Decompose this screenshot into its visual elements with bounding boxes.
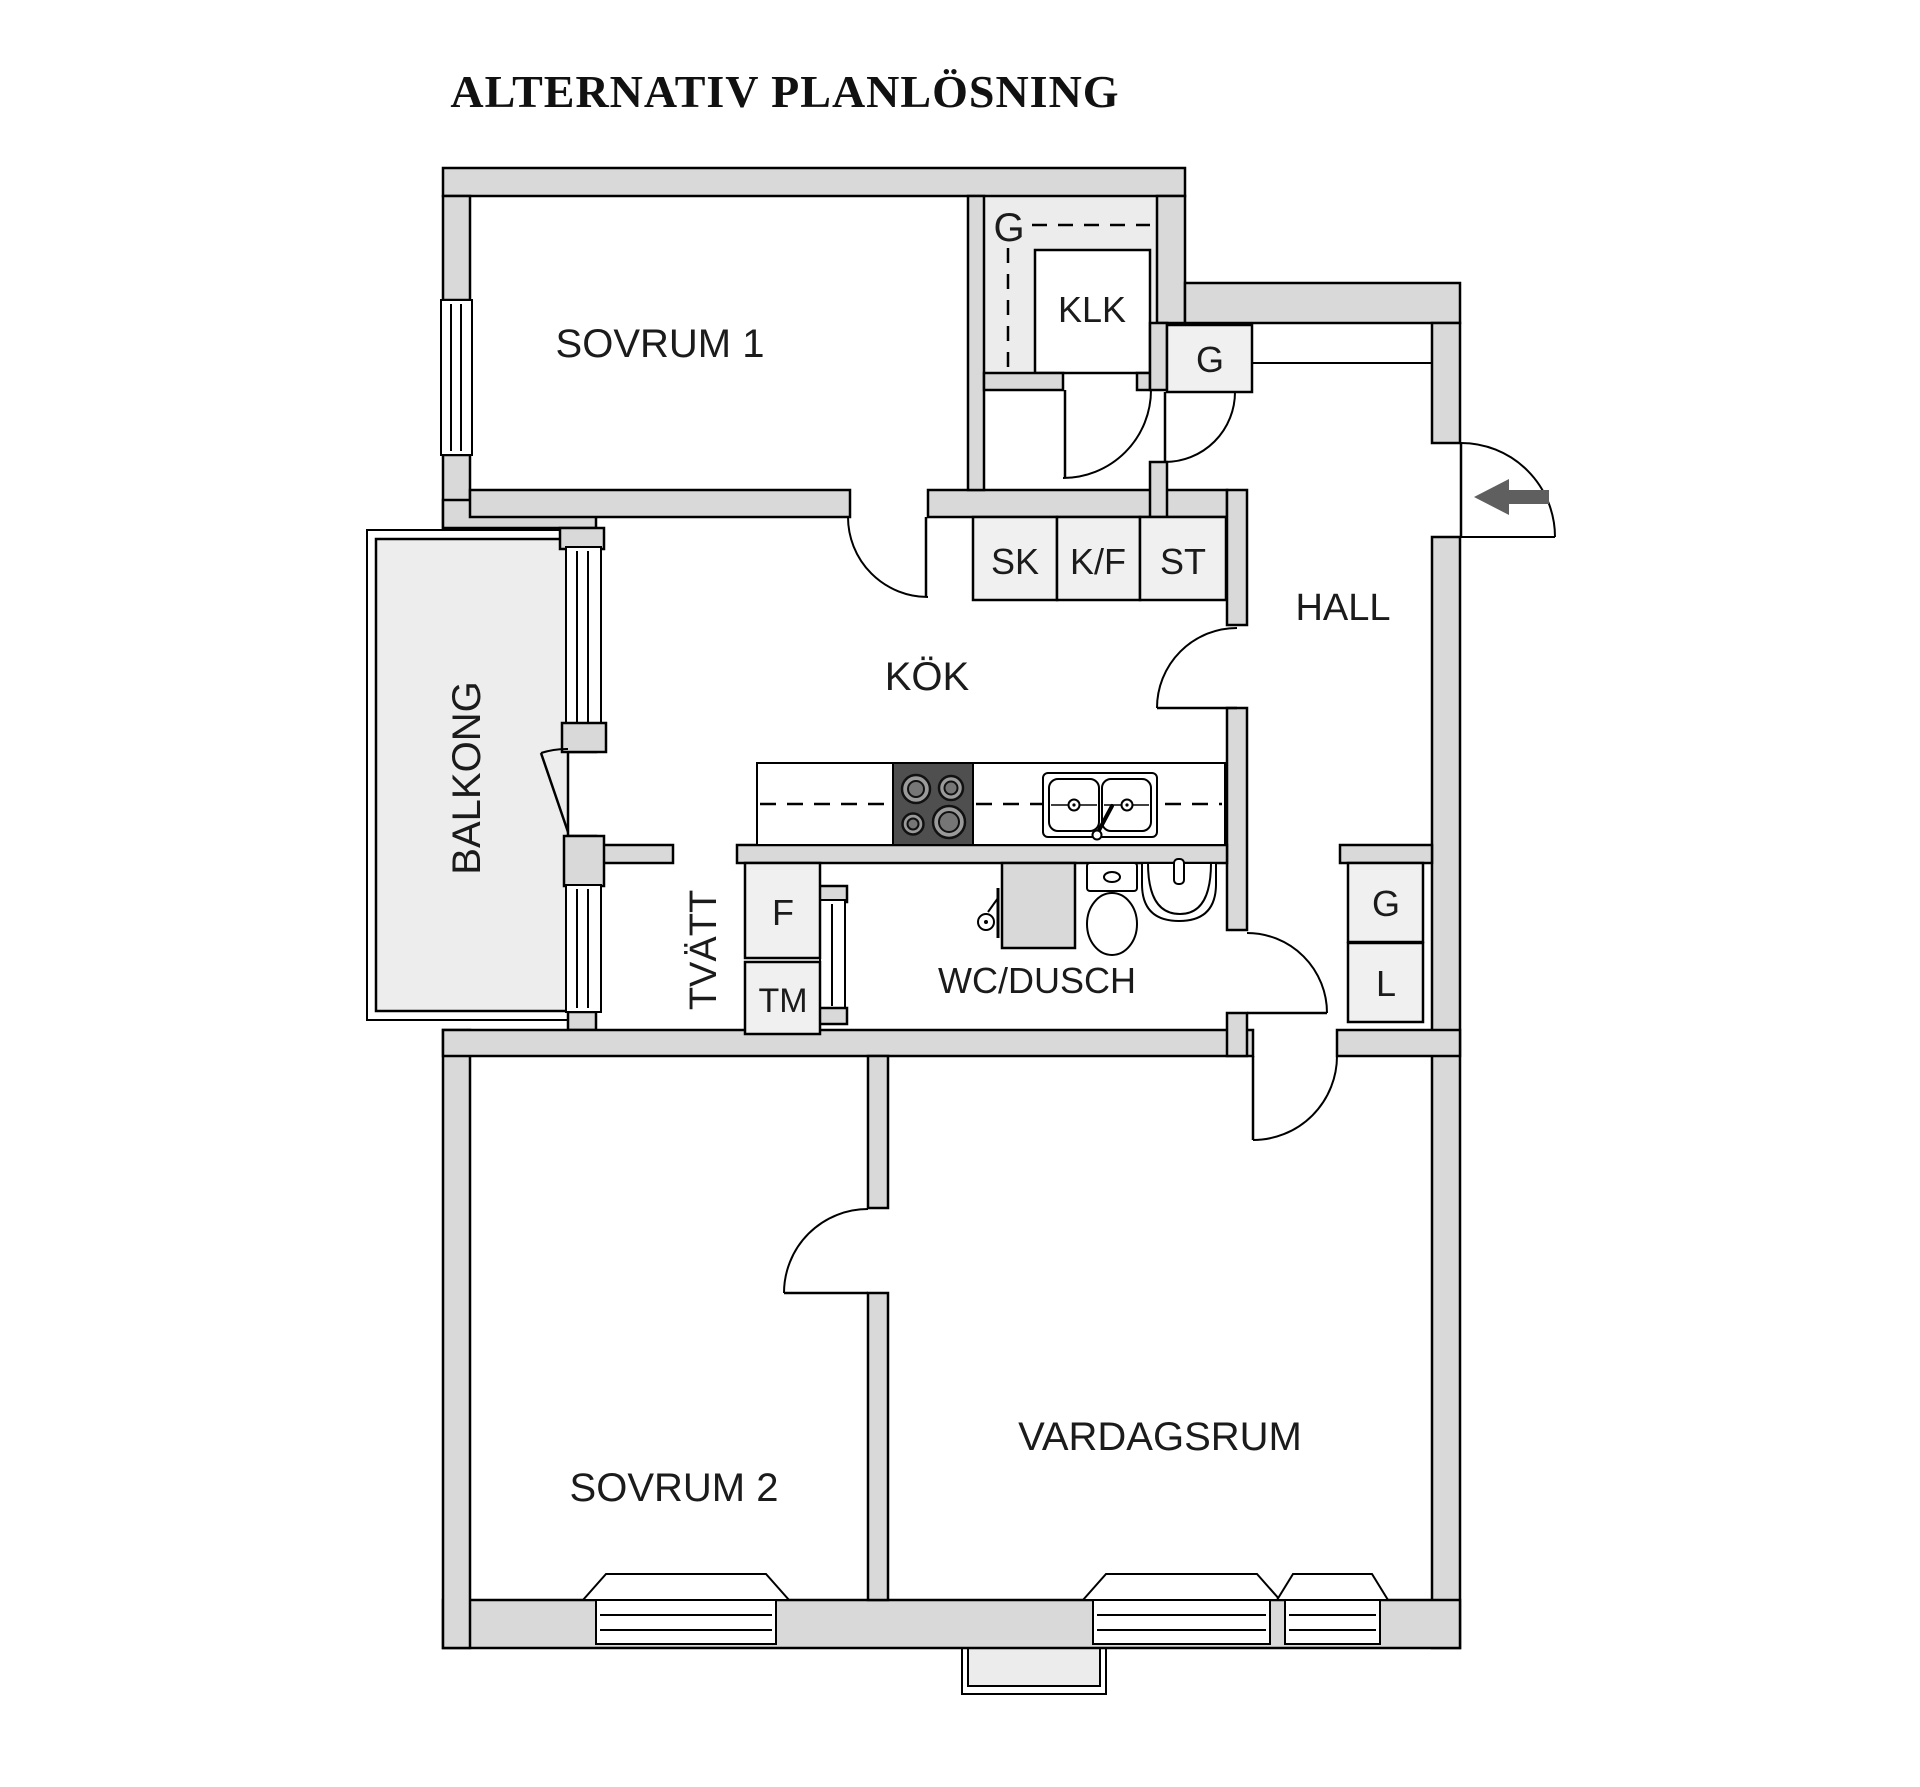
door-kok-hall xyxy=(1156,627,1238,710)
window-vardagsrum-small xyxy=(1275,1573,1390,1645)
stove-icon xyxy=(892,762,974,846)
wall-left-lower xyxy=(441,1028,472,1650)
room-balkong: BALKONG xyxy=(366,529,570,1021)
balcony-floor xyxy=(374,537,570,1013)
wall-kok-hall-b xyxy=(1225,706,1249,932)
wall-vestibule-east-a xyxy=(1148,321,1169,392)
cabinet-sk xyxy=(971,515,1059,602)
wall-sovrum1-south-b xyxy=(926,488,1229,519)
bottom-bay xyxy=(961,1647,1107,1695)
wall-gl-stub xyxy=(1338,843,1434,865)
door-wc xyxy=(1246,932,1328,1015)
window-tvatt-wc xyxy=(816,884,849,1026)
bay-inner xyxy=(967,1647,1101,1687)
hall-wardrobe-upper-label: G xyxy=(1196,339,1224,380)
laundry-f-box xyxy=(743,861,822,960)
windows xyxy=(440,299,1390,1645)
hall-wardrobe-lower-box xyxy=(1346,861,1425,944)
vardagsrum-label: VARDAGSRUM xyxy=(1018,1415,1302,1459)
klk-label: KLK xyxy=(1058,289,1126,330)
wc-dusch-label: WC/DUSCH xyxy=(938,960,1136,1001)
cabinet-kf xyxy=(1055,515,1142,602)
window-kok-balkong xyxy=(558,526,608,754)
page-title: ALTERNATIV PLANLÖSNING xyxy=(450,66,1119,117)
hall-label: HALL xyxy=(1295,587,1390,629)
basin-icon xyxy=(1141,858,1217,923)
wall-tvatt-top-b xyxy=(735,843,1229,865)
wall-klk-bottom-b xyxy=(1135,371,1152,392)
cabinet-st-label: ST xyxy=(1160,541,1206,582)
entrance-arrow-icon xyxy=(1474,479,1549,515)
wall-klk-bottom-a xyxy=(982,371,1065,392)
window-vardagsrum-large xyxy=(1080,1573,1283,1645)
laundry-tm-box xyxy=(743,960,822,1036)
wall-kok-hall-a xyxy=(1225,488,1249,627)
hall-linen-box xyxy=(1346,941,1425,1024)
door-klk xyxy=(1062,389,1152,479)
cabinet-sk-label: SK xyxy=(991,541,1039,582)
balkong-label: BALKONG xyxy=(445,681,489,874)
klk-wardrobe-label: G xyxy=(993,206,1024,250)
wall-right-lower xyxy=(1430,535,1462,1650)
room-labels: SOVRUM 1 HALL KÖK TVÄTT WC/DUSCH SOVRUM … xyxy=(556,322,1391,1510)
kitchen-counter xyxy=(756,762,1226,846)
door-vardagsrum xyxy=(1251,1055,1338,1141)
window-tvatt-balkong xyxy=(562,834,606,1013)
toilet-icon xyxy=(1086,862,1138,956)
wall-right-upper xyxy=(1430,321,1462,445)
wall-hall-bottom-b xyxy=(1335,1028,1462,1058)
wall-klk-west xyxy=(966,194,986,492)
laundry-f-label: F xyxy=(772,892,794,933)
wall-sovrum1-south-a xyxy=(468,488,852,519)
walls xyxy=(441,166,1462,1650)
wc-shaft xyxy=(1000,861,1077,950)
wall-vestibule-east-b xyxy=(1148,460,1169,519)
sovrum2-label: SOVRUM 2 xyxy=(570,1466,779,1510)
wall-west-c xyxy=(566,1010,598,1032)
wall-left-top-a xyxy=(441,194,472,302)
cabinet-kf-label: K/F xyxy=(1070,541,1126,582)
room-klk: G KLK xyxy=(984,196,1157,375)
cabinet-st xyxy=(1138,515,1228,602)
door-sovrum2 xyxy=(783,1208,869,1295)
wall-divider-b xyxy=(866,1291,890,1602)
window-sovrum1 xyxy=(440,299,473,456)
doors xyxy=(539,389,1556,1295)
tvatt-label: TVÄTT xyxy=(683,890,725,1010)
door-vestibule-hall xyxy=(1163,391,1236,463)
wall-hall-top xyxy=(1183,281,1462,325)
wc-fixtures xyxy=(977,858,1217,956)
shower-icon xyxy=(977,888,1000,938)
klk-inner-room xyxy=(1033,248,1152,375)
window-sovrum2 xyxy=(580,1573,792,1645)
door-sovrum1 xyxy=(847,516,929,598)
hall-linen-label: L xyxy=(1376,963,1396,1004)
storage-boxes: G SK K/F ST F TM G L xyxy=(743,323,1425,1036)
laundry-tm-label: TM xyxy=(758,982,807,1020)
wall-top xyxy=(441,166,1187,198)
door-balkong xyxy=(539,747,570,833)
sink-icon xyxy=(1042,772,1158,841)
wall-hall-bottom-a xyxy=(441,1028,1255,1058)
hall-wardrobe-lower-label: G xyxy=(1372,883,1400,924)
sovrum1-label: SOVRUM 1 xyxy=(556,322,765,366)
kok-label: KÖK xyxy=(885,655,970,699)
wall-kok-hall-c xyxy=(1225,1011,1249,1058)
wall-divider-a xyxy=(866,1054,890,1210)
door-entrance xyxy=(1459,442,1556,538)
hall-wardrobe-upper-box xyxy=(1165,323,1254,394)
wall-topsection-right xyxy=(1155,194,1187,325)
